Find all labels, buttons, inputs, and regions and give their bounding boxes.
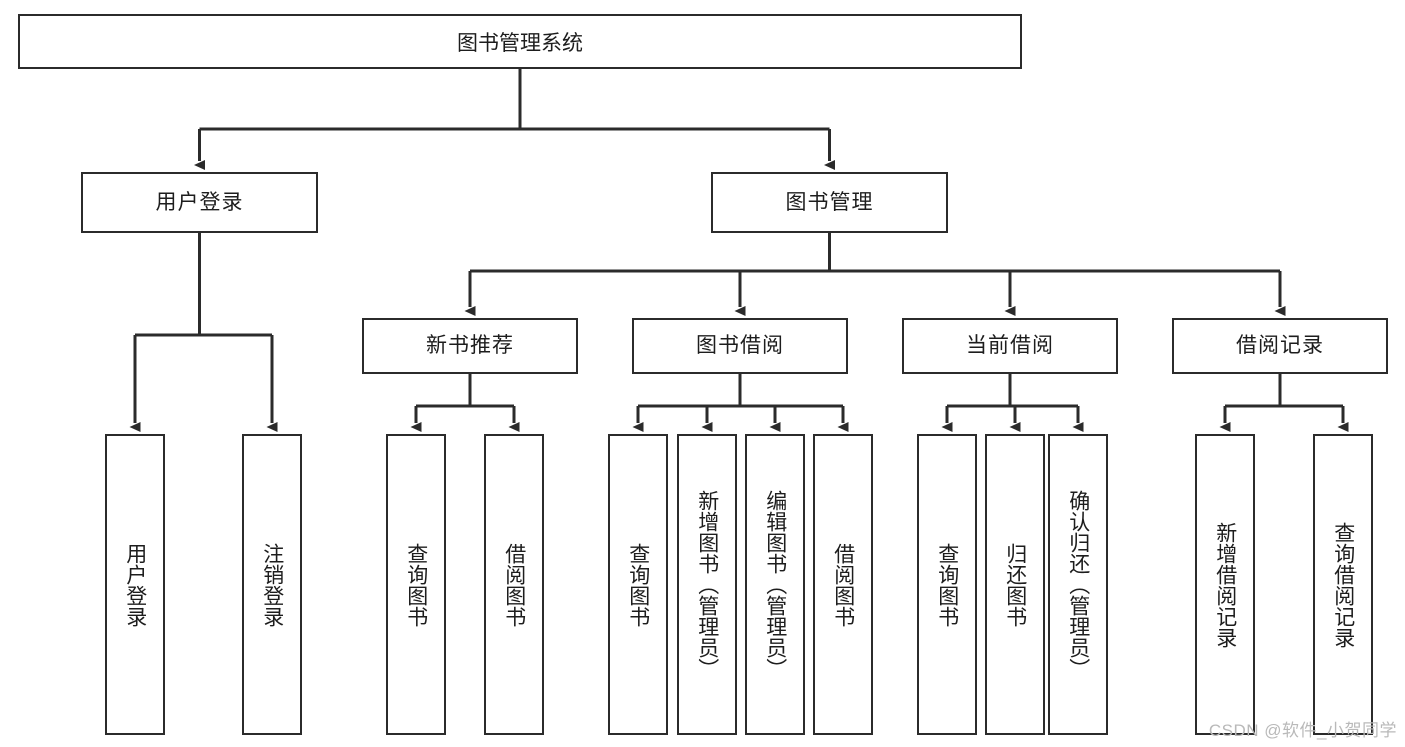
node-label: 新书推荐	[426, 334, 514, 358]
node-leaf-return-book[interactable]: 归还图书	[985, 434, 1045, 735]
node-label: 查询图书	[404, 542, 428, 627]
node-book-borrow[interactable]: 图书借阅	[632, 318, 848, 374]
node-label: 确认归还（管理员）	[1066, 490, 1090, 679]
watermark-label: CSDN @软件_小贺同学	[1208, 721, 1397, 740]
node-leaf-query-record[interactable]: 查询借阅记录	[1313, 434, 1373, 735]
node-label: 查询图书	[626, 542, 650, 627]
node-leaf-confirm-return[interactable]: 确认归还（管理员）	[1048, 434, 1108, 735]
node-user-login[interactable]: 用户登录	[81, 172, 318, 233]
node-label: 当前借阅	[966, 334, 1054, 358]
node-label: 图书管理	[785, 190, 874, 214]
node-label: 新增图书（管理员）	[695, 490, 719, 679]
node-label: 用户登录	[123, 542, 147, 627]
node-new-book-rec[interactable]: 新书推荐	[362, 318, 578, 374]
node-label: 查询借阅记录	[1331, 521, 1355, 648]
node-label: 注销登录	[260, 542, 284, 627]
node-leaf-add-record[interactable]: 新增借阅记录	[1195, 434, 1255, 735]
node-leaf-query-book-1[interactable]: 查询图书	[386, 434, 446, 735]
node-leaf-user-login[interactable]: 用户登录	[105, 434, 165, 735]
node-label: 图书借阅	[696, 334, 784, 358]
node-label: 归还图书	[1003, 542, 1027, 627]
node-label: 查询图书	[935, 542, 959, 627]
node-leaf-add-book[interactable]: 新增图书（管理员）	[677, 434, 737, 735]
node-leaf-borrow-book-2[interactable]: 借阅图书	[813, 434, 873, 735]
node-label: 用户登录	[155, 190, 244, 214]
node-leaf-edit-book[interactable]: 编辑图书（管理员）	[745, 434, 805, 735]
node-label: 借阅图书	[502, 542, 526, 627]
node-leaf-borrow-book-1[interactable]: 借阅图书	[484, 434, 544, 735]
node-current-borrow[interactable]: 当前借阅	[902, 318, 1118, 374]
node-root[interactable]: 图书管理系统	[18, 14, 1022, 69]
node-leaf-user-logout[interactable]: 注销登录	[242, 434, 302, 735]
node-leaf-query-book-3[interactable]: 查询图书	[917, 434, 977, 735]
node-label: 借阅记录	[1236, 334, 1324, 358]
node-leaf-query-book-2[interactable]: 查询图书	[608, 434, 668, 735]
node-borrow-record[interactable]: 借阅记录	[1172, 318, 1388, 374]
node-label: 新增借阅记录	[1213, 521, 1237, 648]
node-label: 图书管理系统	[457, 31, 583, 55]
node-label: 编辑图书（管理员）	[763, 490, 787, 679]
node-label: 借阅图书	[831, 542, 855, 627]
node-book-manage[interactable]: 图书管理	[711, 172, 948, 233]
